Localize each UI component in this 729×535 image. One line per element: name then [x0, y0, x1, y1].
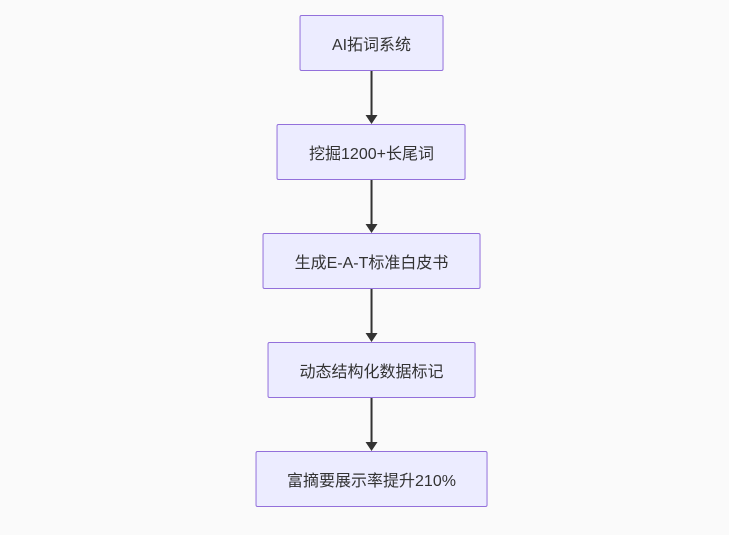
flow-node-ai-keyword-system: AI拓词系统 — [299, 15, 444, 71]
flow-node-label: AI拓词系统 — [331, 37, 412, 54]
flow-node-label: 生成E-A-T标准白皮书 — [294, 255, 449, 272]
flow-node-label: 挖掘1200+长尾词 — [309, 146, 434, 163]
arrowhead-down-icon — [365, 115, 378, 124]
arrowhead-down-icon — [365, 442, 378, 451]
arrow-shaft — [370, 289, 373, 333]
flow-node-eat-whitepaper: 生成E-A-T标准白皮书 — [262, 233, 481, 289]
flow-arrow-down-2 — [365, 180, 378, 233]
flow-node-label: 动态结构化数据标记 — [299, 364, 444, 381]
flow-node-structured-data-markup: 动态结构化数据标记 — [267, 342, 476, 398]
flowchart-column: AI拓词系统 挖掘1200+长尾词 生成E-A-T标准白皮书 动态结构化数据标记 — [255, 0, 488, 507]
flow-node-label: 富摘要展示率提升210% — [287, 473, 456, 490]
flow-arrow-down-1 — [365, 71, 378, 124]
flow-arrow-down-3 — [365, 289, 378, 342]
arrow-shaft — [370, 398, 373, 442]
flow-arrow-down-4 — [365, 398, 378, 451]
arrowhead-down-icon — [365, 224, 378, 233]
flow-node-longtail-mining: 挖掘1200+长尾词 — [277, 124, 466, 180]
arrow-shaft — [370, 180, 373, 224]
arrow-shaft — [370, 71, 373, 115]
flow-node-rich-snippet-rate: 富摘要展示率提升210% — [255, 451, 488, 507]
arrowhead-down-icon — [365, 333, 378, 342]
